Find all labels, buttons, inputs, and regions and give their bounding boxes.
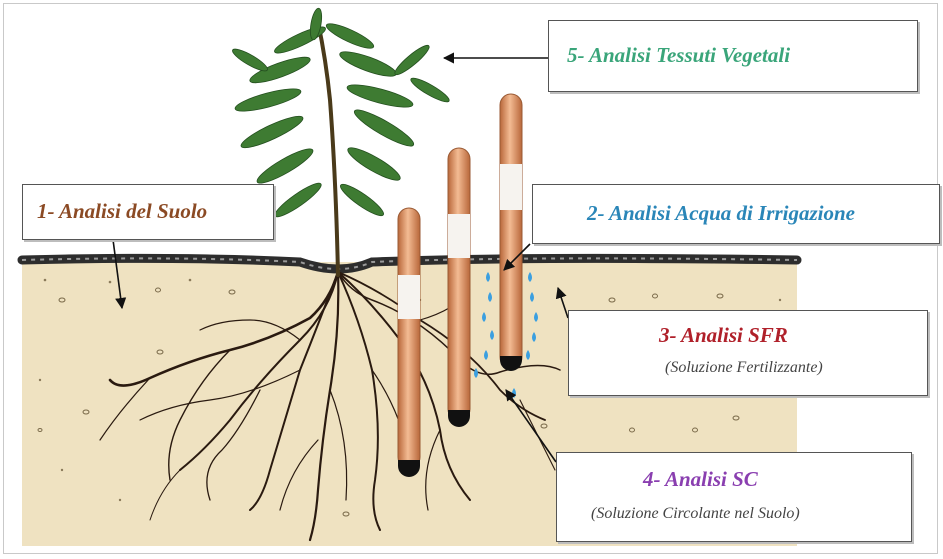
label-soil-title: 1- Analisi del Suolo	[37, 199, 207, 224]
label-box-soil-analysis: 1- Analisi del Suolo	[22, 184, 274, 240]
label-sc-subtitle: (Soluzione Circolante nel Suolo)	[591, 505, 800, 523]
label-box-tissue-analysis: 5- Analisi Tessuti Vegetali	[548, 20, 918, 92]
label-tissue-title: 5- Analisi Tessuti Vegetali	[567, 43, 790, 68]
label-box-sc-analysis: 4- Analisi SC (Soluzione Circolante nel …	[556, 452, 912, 542]
label-box-water-analysis: 2- Analisi Acqua di Irrigazione	[532, 184, 940, 244]
label-sfr-title: 3- Analisi SFR	[659, 323, 788, 348]
label-water-title: 2- Analisi Acqua di Irrigazione	[587, 201, 855, 226]
label-sc-title: 4- Analisi SC	[643, 467, 758, 492]
label-sfr-subtitle: (Soluzione Fertilizzante)	[665, 359, 823, 377]
probe-tube-3	[500, 94, 522, 371]
probe-tube-1	[398, 208, 420, 477]
label-box-sfr-analysis: 3- Analisi SFR (Soluzione Fertilizzante)	[568, 310, 928, 396]
probe-tube-2	[448, 148, 470, 427]
